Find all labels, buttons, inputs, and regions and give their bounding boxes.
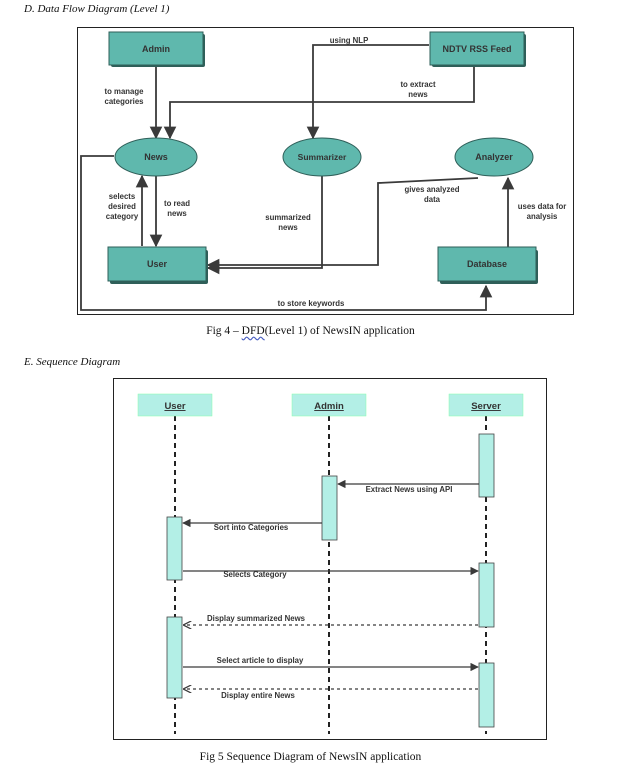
svg-text:User: User [164,401,185,412]
label-category: category [106,212,139,221]
svg-text:News: News [144,152,168,162]
label-desired: desired [108,202,136,211]
user-actor: User [137,393,213,417]
section-d-heading: D. Data Flow Diagram (Level 1) [24,3,170,15]
svg-text:Admin: Admin [314,401,344,412]
label-to-extract: to extract [400,80,436,89]
label-to-read: to read [164,199,190,208]
fig4-caption-dfd: DFD [241,325,265,337]
svg-text:Admin: Admin [142,44,170,54]
server-actor: Server [448,393,524,417]
label-data: data [424,195,441,204]
label-using-nlp: using NLP [330,36,369,45]
label-summarized: summarized [265,213,311,222]
svg-text:NDTV RSS Feed: NDTV RSS Feed [442,44,511,54]
label-uses-data: uses data for [518,202,567,211]
fig5-caption: Fig 5 Sequence Diagram of NewsIN applica… [199,751,422,763]
dfd-diagram: Admin NDTV RSS Feed News Summarizer Anal… [77,27,574,315]
flow-analyzer-user [206,177,479,272]
label-news-read: news [167,209,187,218]
flow-ndtv-summarizer [306,44,429,140]
analyzer-node: Analyzer [454,137,534,177]
user-node: User [107,246,208,284]
section-e-heading: E. Sequence Diagram [24,356,121,368]
msg-display-entire-label: Display entire News [221,691,295,700]
label-to-manage: to manage [105,87,145,96]
flow-news-database [80,155,493,311]
server-activation-2 [478,562,495,628]
label-analysis: analysis [527,212,558,221]
label-store-keywords: to store keywords [278,299,345,308]
msg-display-summarized-label: Display summarized News [207,614,306,623]
flow-ndtv-news [163,66,475,140]
server-activation-1 [478,433,495,498]
server-activation-3 [478,662,495,728]
sequence-diagram: User Admin Server Ext [113,378,547,740]
news-node: News [114,137,198,177]
msg-sort-label: Sort into Categories [214,523,289,532]
svg-text:Analyzer: Analyzer [475,152,513,162]
msg-extract-label: Extract News using API [366,485,453,494]
admin-node: Admin [108,31,205,67]
admin-activation-1 [321,475,338,541]
svg-text:Server: Server [471,401,501,412]
label-categories: categories [104,97,144,106]
label-news-extract: news [408,90,428,99]
msg-selects-label: Selects Category [223,570,287,579]
database-node: Database [437,246,538,284]
msg-select-article-label: Select article to display [217,656,304,665]
label-selects: selects [109,192,136,201]
fig4-caption: Fig 4 – DFD(Level 1) of NewsIN applicati… [0,325,621,337]
user-activation-1 [166,516,183,581]
label-gives-analyzed: gives analyzed [404,185,459,194]
summarizer-node: Summarizer [282,137,362,177]
ndtv-rss-feed-node: NDTV RSS Feed [429,31,526,67]
svg-text:Summarizer: Summarizer [298,152,347,162]
fig4-caption-suffix: (Level 1) of NewsIN application [264,325,415,337]
flow-summarizer-user [206,176,323,275]
svg-text:Database: Database [467,259,507,269]
svg-text:User: User [147,259,168,269]
fig4-caption-prefix: Fig 4 – [206,325,242,337]
label-summarized-news: news [278,223,298,232]
admin-actor: Admin [291,393,367,417]
user-activation-2 [166,616,183,699]
